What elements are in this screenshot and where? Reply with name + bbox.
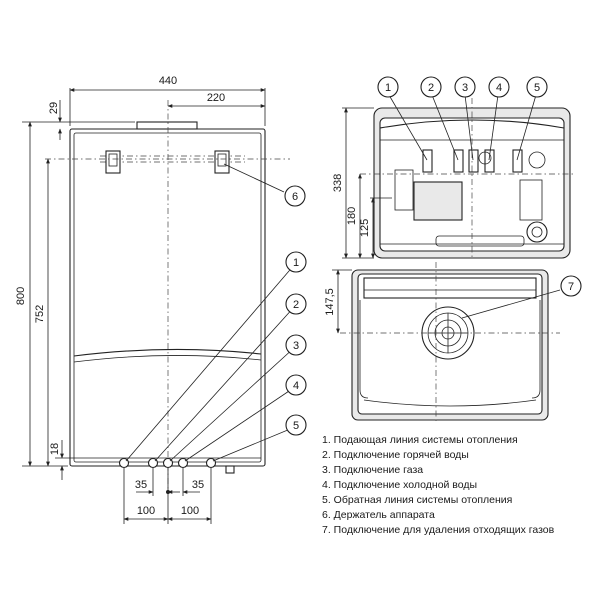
callout-top-5: 5 xyxy=(526,76,548,98)
dim-depth-180: 180 xyxy=(346,207,358,225)
svg-text:4: 4 xyxy=(496,82,502,94)
dim-depth-338: 338 xyxy=(332,174,344,192)
dim-top-offset: 29 xyxy=(48,102,60,114)
callout-top-3: 3 xyxy=(454,76,476,98)
dim-depth-125: 125 xyxy=(359,219,371,237)
dim-height-total: 800 xyxy=(15,287,27,305)
svg-text:7: 7 xyxy=(568,281,574,293)
top-view: 147,5 7 xyxy=(324,262,582,422)
callout-front-5: 5 xyxy=(285,414,307,436)
legend-item-4: 4. Подключение холодной воды xyxy=(322,479,477,491)
legend-item-5: 5. Обратная линия системы отопления xyxy=(322,494,512,506)
top-mount-tab xyxy=(136,121,198,130)
svg-text:5: 5 xyxy=(293,420,299,432)
dim-bottom-100-left: 100 xyxy=(137,505,155,517)
callout-top-1: 1 xyxy=(377,76,399,98)
legend: 1. Подающая линия системы отопления 2. П… xyxy=(322,434,555,536)
dim-bottom-35-right: 35 xyxy=(192,479,204,491)
dim-bottom-35-left: 35 xyxy=(135,479,147,491)
callout-holder-6: 6 xyxy=(284,185,306,207)
dim-width-half: 220 xyxy=(207,92,225,104)
legend-item-6: 6. Держатель аппарата xyxy=(322,509,435,521)
legend-item-7: 7. Подключение для удаления отходящих га… xyxy=(322,524,555,536)
inner-pipes xyxy=(380,149,564,247)
bottom-stub xyxy=(225,465,235,474)
svg-text:6: 6 xyxy=(292,191,298,203)
front-view: 440 220 29 800 752 18 35 xyxy=(15,75,307,524)
pipe-connection-5 xyxy=(205,457,217,469)
dim-height-body: 752 xyxy=(34,305,46,323)
svg-text:3: 3 xyxy=(462,82,468,94)
dim-width-total: 440 xyxy=(159,75,177,87)
callout-front-4: 4 xyxy=(285,374,307,396)
callout-flue-7: 7 xyxy=(560,275,582,297)
dim-bottom-100-right: 100 xyxy=(181,505,199,517)
svg-text:4: 4 xyxy=(293,380,299,392)
legend-item-3: 3. Подключение газа xyxy=(322,464,423,476)
front-casing xyxy=(69,128,266,467)
svg-text:1: 1 xyxy=(293,257,299,269)
callout-front-2: 2 xyxy=(285,293,307,315)
dim-flue-147: 147,5 xyxy=(324,288,336,316)
svg-text:1: 1 xyxy=(385,82,391,94)
callout-front-3: 3 xyxy=(285,334,307,356)
front-lower-panel xyxy=(73,348,262,357)
device-holder xyxy=(100,150,245,174)
svg-text:3: 3 xyxy=(293,340,299,352)
svg-text:2: 2 xyxy=(293,299,299,311)
inner-view: 338 180 125 1 2 3 4 5 xyxy=(332,76,574,260)
svg-text:5: 5 xyxy=(534,82,540,94)
callout-front-1: 1 xyxy=(285,251,307,273)
legend-item-2: 2. Подключение горячей воды xyxy=(322,449,469,461)
svg-text:2: 2 xyxy=(428,82,434,94)
callout-top-4: 4 xyxy=(488,76,510,98)
legend-item-1: 1. Подающая линия системы отопления xyxy=(322,434,518,446)
callout-top-2: 2 xyxy=(420,76,442,98)
dim-bottom-offset: 18 xyxy=(49,443,61,455)
